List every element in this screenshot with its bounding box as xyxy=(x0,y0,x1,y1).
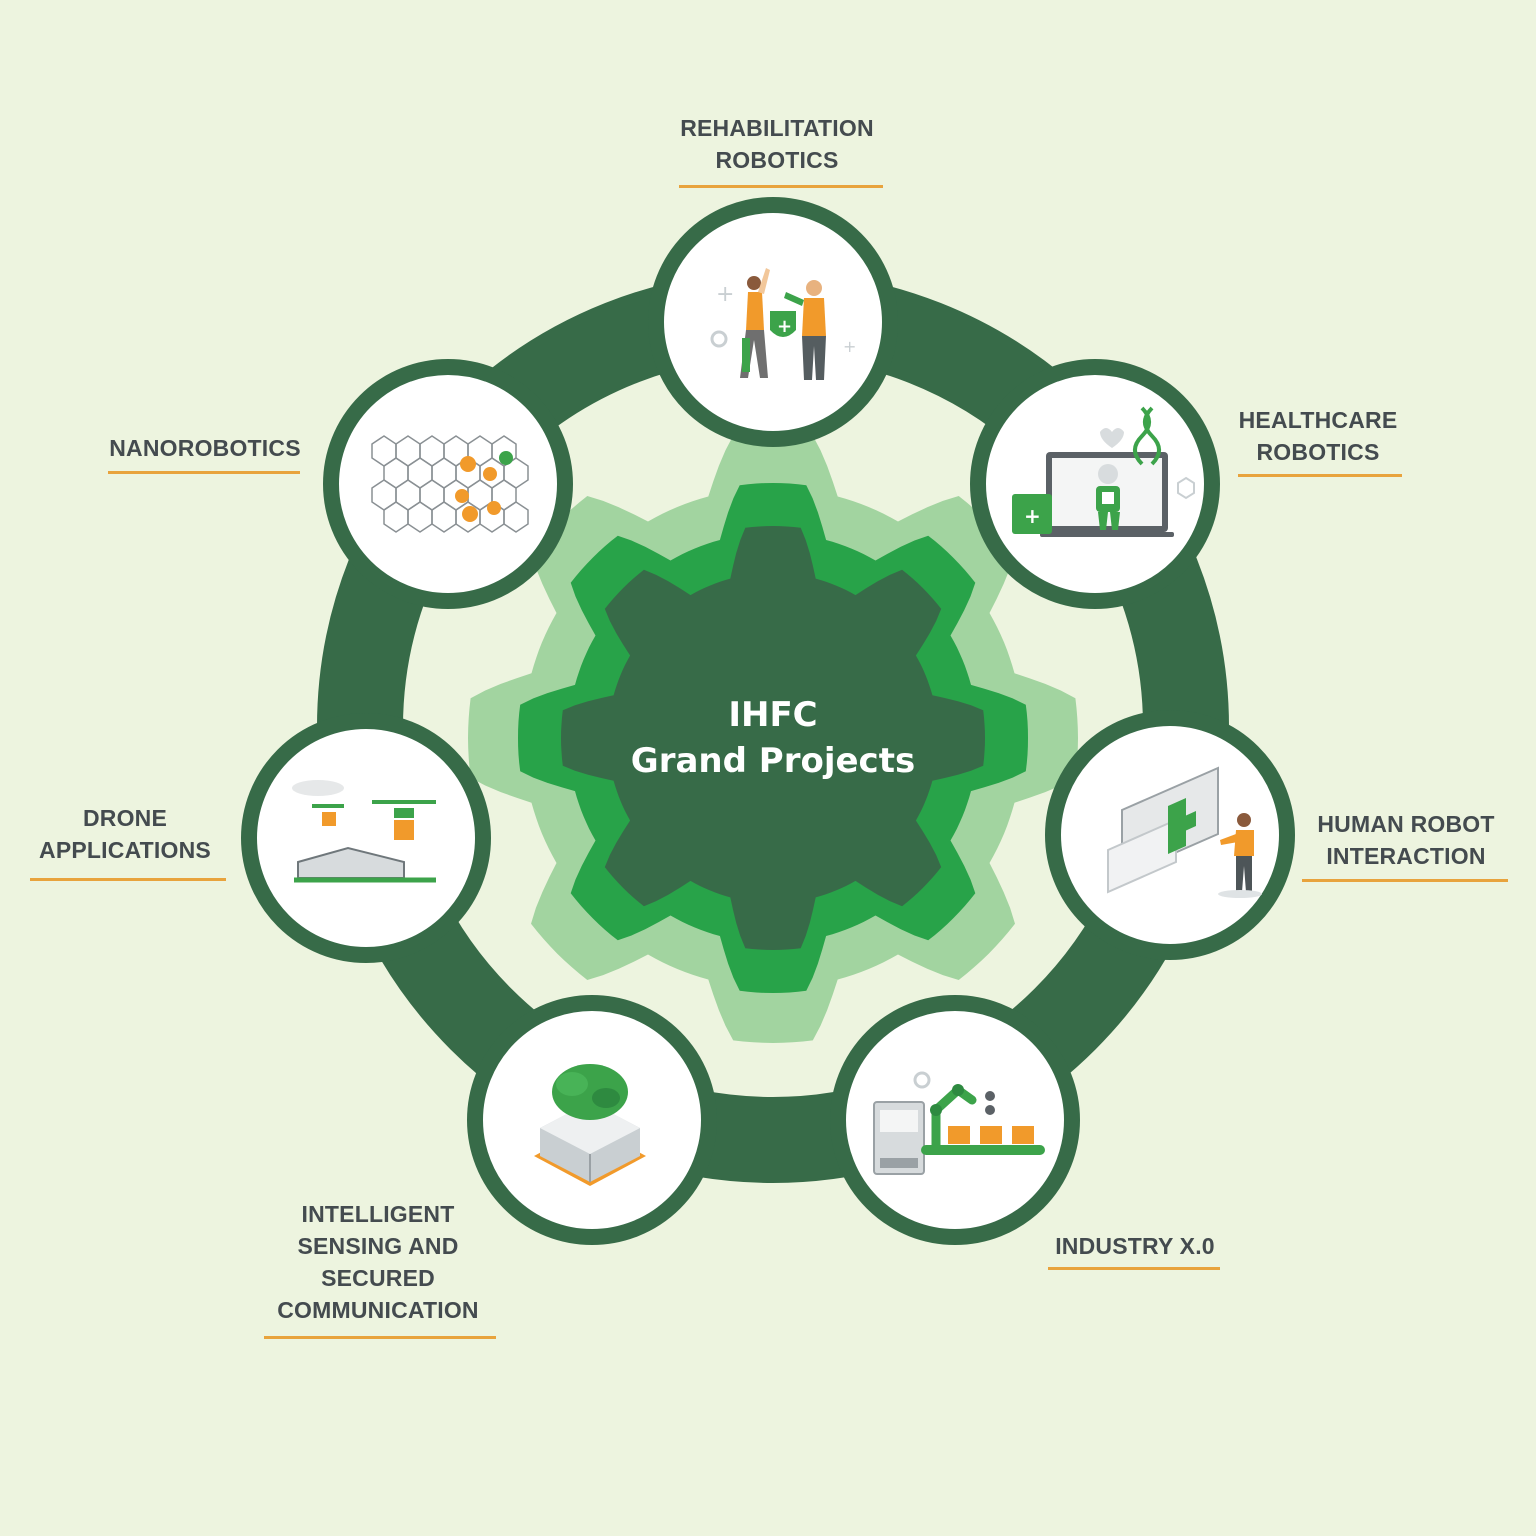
node-healthcare[interactable]: + xyxy=(970,359,1220,609)
center-title: IHFC Grand Projects xyxy=(553,692,993,784)
label-human-robot-interaction: HUMAN ROBOT INTERACTION xyxy=(1317,811,1495,869)
label-drone-applications: DRONE APPLICATIONS xyxy=(39,805,211,863)
svg-text:+: + xyxy=(777,316,792,337)
node-drone[interactable] xyxy=(241,713,491,963)
underline-sensing xyxy=(264,1336,496,1339)
drone-farm-icon xyxy=(292,780,436,883)
center-title-line1: IHFC xyxy=(728,695,818,735)
svg-text:+: + xyxy=(716,282,734,307)
label-nanorobotics: NANOROBOTICS xyxy=(109,435,301,461)
svg-text:+: + xyxy=(843,337,856,356)
node-industry[interactable] xyxy=(830,995,1080,1245)
underline-nano xyxy=(108,471,300,474)
node-sensing[interactable] xyxy=(467,995,717,1245)
center-title-line2: Grand Projects xyxy=(630,741,916,781)
underline-industry xyxy=(1048,1267,1220,1270)
node-nano[interactable] xyxy=(323,359,573,609)
underline-hri xyxy=(1302,879,1508,882)
label-intelligent-sensing: INTELLIGENT SENSING AND SECURED COMMUNIC… xyxy=(277,1201,479,1323)
label-rehabilitation-robotics: REHABILITATION ROBOTICS xyxy=(680,115,874,173)
robotic-arm-conveyor-icon xyxy=(873,1071,1045,1175)
gear-inner-core xyxy=(561,526,985,950)
node-hri[interactable] xyxy=(1045,710,1295,960)
medical-robot-monitor-icon: + xyxy=(1012,406,1195,537)
svg-text:+: + xyxy=(1024,504,1041,528)
label-industry: INDUSTRY X.0 xyxy=(1055,1233,1215,1259)
person-at-screen-icon xyxy=(1107,766,1262,898)
exoskeleton-highfive-icon: + + + xyxy=(710,268,856,380)
brain-chip-icon xyxy=(534,1064,646,1186)
label-healthcare-robotics: HEALTHCARE ROBOTICS xyxy=(1238,407,1398,465)
underline-drone xyxy=(30,878,226,881)
nanotube-lattice-icon xyxy=(371,435,529,533)
node-rehabilitation[interactable]: + + + xyxy=(648,197,898,447)
underline-healthcare xyxy=(1238,474,1402,477)
underline-rehabilitation xyxy=(679,185,883,188)
